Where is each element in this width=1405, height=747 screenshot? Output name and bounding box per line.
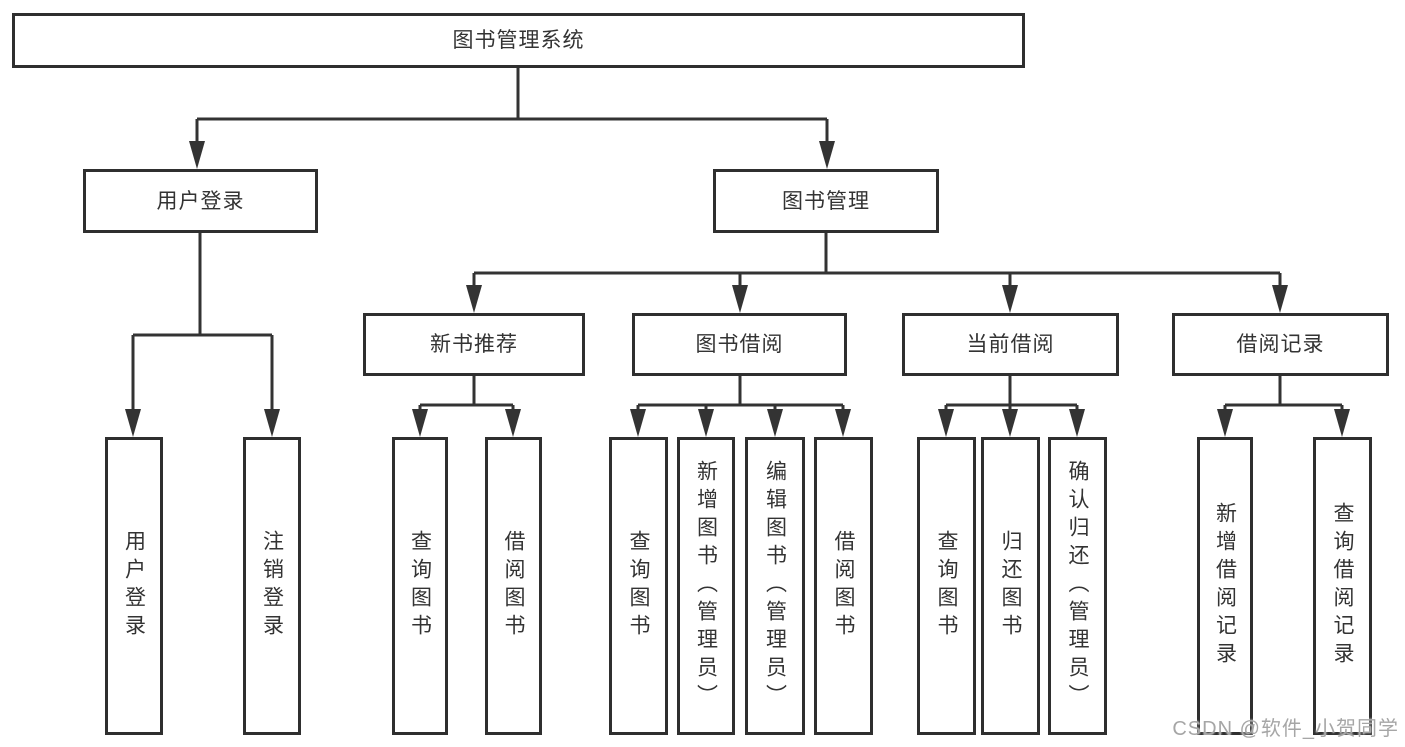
node-label: 借阅图书 xyxy=(832,530,855,642)
node-label: 借阅图书 xyxy=(502,530,525,642)
leaf-borrow-books: 借阅图书 xyxy=(814,437,873,735)
leaf-add-books-admin: 新增图书（管理员） xyxy=(677,437,735,735)
node-book-borrowing: 图书借阅 xyxy=(632,313,847,376)
node-label: 图书管理 xyxy=(782,189,870,213)
node-label: 查询图书 xyxy=(627,530,650,642)
node-label: 注销登录 xyxy=(260,530,284,642)
node-label: 用户登录 xyxy=(122,530,146,642)
node-label: 新增借阅记录 xyxy=(1213,502,1237,670)
node-book-management: 图书管理 xyxy=(713,169,939,233)
node-label: 新增图书（管理员） xyxy=(694,460,718,712)
leaf-add-borrow-record: 新增借阅记录 xyxy=(1197,437,1253,735)
node-label: 编辑图书（管理员） xyxy=(763,460,787,712)
leaf-logout: 注销登录 xyxy=(243,437,301,735)
csdn-watermark: CSDN @软件_小贺同学 xyxy=(1172,718,1399,740)
leaf-query-books-current: 查询图书 xyxy=(917,437,976,735)
node-current-borrowing: 当前借阅 xyxy=(902,313,1119,376)
leaf-query-books-recommend: 查询图书 xyxy=(392,437,448,735)
leaf-query-borrow-record: 查询借阅记录 xyxy=(1313,437,1372,735)
node-label: 图书管理系统 xyxy=(452,29,585,52)
node-label: 用户登录 xyxy=(156,189,245,213)
node-label: 图书借阅 xyxy=(695,333,784,356)
node-system-root: 图书管理系统 xyxy=(12,13,1025,68)
node-borrowing-records: 借阅记录 xyxy=(1172,313,1389,376)
node-label: 查询借阅记录 xyxy=(1331,502,1354,670)
leaf-return-books: 归还图书 xyxy=(981,437,1040,735)
node-new-book-recommend: 新书推荐 xyxy=(363,313,585,376)
node-label: 查询图书 xyxy=(935,530,958,642)
node-user-login: 用户登录 xyxy=(83,169,318,233)
node-label: 新书推荐 xyxy=(430,333,518,356)
leaf-query-books-borrowing: 查询图书 xyxy=(609,437,668,735)
node-label: 归还图书 xyxy=(999,530,1022,642)
node-label: 借阅记录 xyxy=(1236,333,1325,356)
leaf-edit-books-admin: 编辑图书（管理员） xyxy=(745,437,805,735)
node-label: 当前借阅 xyxy=(966,333,1055,356)
node-label: 查询图书 xyxy=(408,530,432,642)
arrowheads xyxy=(125,141,1350,437)
node-label: 确认归还（管理员） xyxy=(1066,460,1089,712)
leaf-borrow-books-recommend: 借阅图书 xyxy=(485,437,542,735)
leaf-confirm-return-admin: 确认归还（管理员） xyxy=(1048,437,1107,735)
leaf-user-login: 用户登录 xyxy=(105,437,163,735)
